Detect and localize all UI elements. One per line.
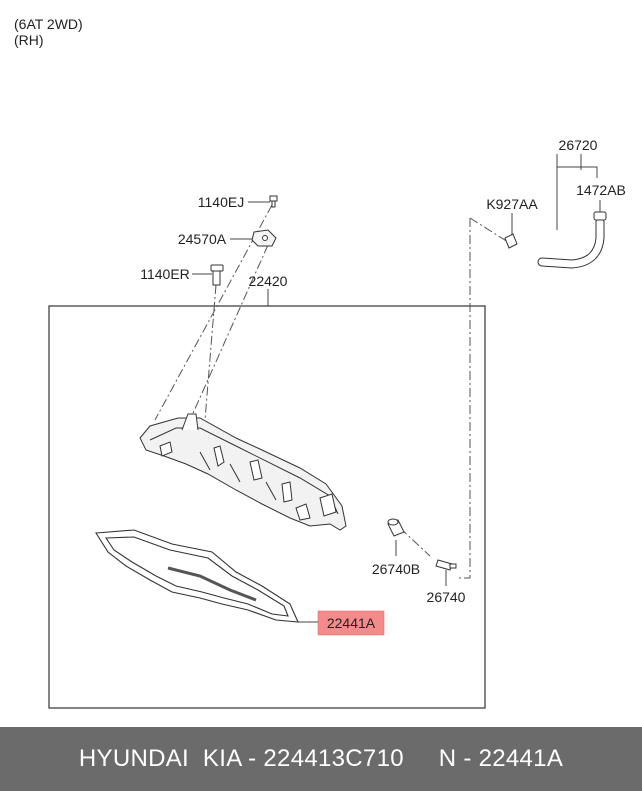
bolt-1140er <box>210 264 224 286</box>
header-line-1: (6AT 2WD) <box>14 16 83 32</box>
bracket-24570a <box>251 229 277 247</box>
label-26740: 26740 <box>427 589 466 605</box>
label-1140ej: 1140EJ <box>198 194 244 210</box>
grommet-26740b <box>387 518 405 537</box>
label-24570a: 24570A <box>178 231 227 247</box>
header-line-2: (RH) <box>14 32 44 48</box>
hose-26720 <box>537 217 605 269</box>
label-22441a: 22441A <box>327 615 376 631</box>
label-1472ab: 1472AB <box>576 182 626 198</box>
footer-brand-part: HYUNDAI KIA - 224413C710 <box>78 745 404 772</box>
label-22420: 22420 <box>249 273 288 289</box>
label-1140er: 1140ER <box>140 266 190 282</box>
label-k927aa: K927AA <box>486 196 538 212</box>
label-26720: 26720 <box>559 137 598 153</box>
assembly-frame <box>48 305 486 709</box>
pcv-valve-26740 <box>435 559 457 571</box>
valve-cover-22420 <box>139 413 347 531</box>
footer-bar: HYUNDAI KIA - 224413C710 N - 22441A <box>0 727 642 791</box>
parts-diagram: 26720 1472AB K927AA 1140EJ 24570A 1140ER… <box>48 137 626 709</box>
highlight-box <box>317 610 385 636</box>
gasket-22441a <box>95 529 299 623</box>
leader-lines <box>192 154 601 623</box>
bolt-1140ej <box>269 195 278 208</box>
label-26740b: 26740B <box>372 561 420 577</box>
footer-ref: N - 22441A <box>438 745 564 772</box>
clamp-k927aa <box>504 233 518 249</box>
clamp-1472ab <box>593 211 607 221</box>
